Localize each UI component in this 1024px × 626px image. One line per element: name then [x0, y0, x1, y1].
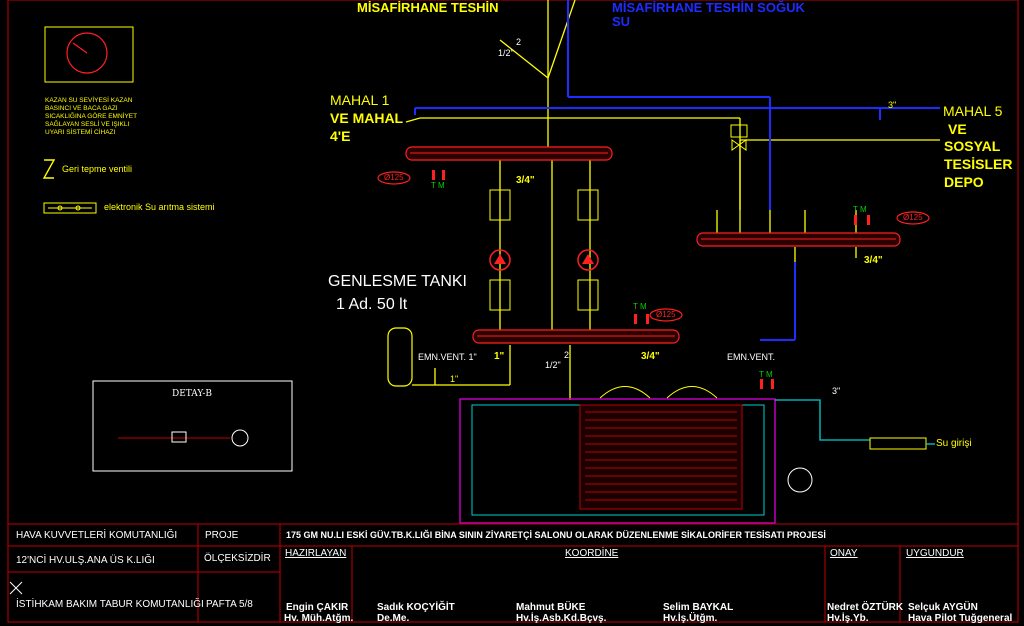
mahal5-label-e: DEPO [944, 174, 984, 190]
onay-header: ONAY [830, 548, 858, 559]
mahal5-label-b: VE [948, 121, 967, 137]
boiler-body [459, 398, 776, 524]
manifolds [405, 146, 901, 344]
hot-pipes [405, 0, 940, 400]
person-2-name: Sadık KOÇYİĞİT [377, 602, 455, 613]
person-5-name: Nedret ÖZTÜRK [827, 602, 904, 613]
dim-1-1: 1" [494, 351, 505, 362]
person-2-title: De.Me. [377, 613, 410, 624]
dim-1-2: 1" [450, 374, 459, 384]
mahal5-label-d: TESİSLER [944, 156, 1013, 172]
dim-112-2: 1/2" [545, 360, 561, 370]
alarm-device-box [44, 26, 134, 83]
phi125-tag-1: Ø125 [384, 173, 404, 182]
expansion-tank-icon [387, 327, 413, 387]
check-valve-icon [42, 159, 56, 179]
olcek-label: ÖLÇEKSİZDİR [204, 553, 271, 564]
proje-label: PROJE [205, 530, 239, 541]
emn-vent-2-label: EMN.VENT. [727, 352, 776, 362]
genlesme-label-a: GENLESME TANKI [328, 273, 467, 290]
project-title: 175 GM NU.LI ESKİ GÜV.TB.K.LIĞI BİNA SIN… [286, 530, 826, 540]
org-istihkam: İSTİHKAM BAKIM TABUR KOMUTANLIĞI [16, 599, 204, 610]
koordine-header: KOORDİNE [565, 548, 619, 559]
org-hava-kuvvetleri: HAVA KUVVETLERİ KOMUTANLIĞI [16, 530, 178, 541]
three-way-valve-icon [730, 124, 748, 138]
dim-34-1: 3/4" [516, 175, 535, 186]
legend-water-treatment-text: elektronik Su arıtma sistemi [104, 202, 215, 212]
dim-3-1: 3" [888, 100, 897, 110]
pafta-label: PAFTA 5/8 [206, 599, 253, 610]
mahal1-label-c: 4'E [330, 128, 351, 144]
org-12nci-hv: 12'NCİ HV.ULŞ.ANA ÜS K.LIĞI [16, 555, 155, 566]
phi125-tag-3: Ø125 [903, 213, 923, 222]
dim-2-1: 2 [516, 37, 522, 47]
tm-label-2: T M [633, 302, 647, 311]
person-1-name: Engin ÇAKIR [286, 602, 349, 613]
misafirhane-teshin-label: MİSAFİRHANE TESHİN [357, 0, 499, 15]
hazirlayan-header: HAZIRLAYAN [285, 548, 347, 559]
detay-b-label: DETAY-B [172, 389, 213, 399]
mahal1-label-a: MAHAL 1 [330, 92, 390, 108]
dim-3-2: 3" [832, 386, 841, 396]
tm-label-4: T M [759, 370, 773, 379]
emn-vent-1-label: EMN.VENT. 1" [418, 352, 477, 362]
boiler-dome-2 [666, 386, 718, 399]
mahal5-label-a: MAHAL 5 [943, 103, 1003, 119]
person-6-title: Hava Pilot Tuğgeneral [908, 613, 1013, 624]
cold-pipes [414, 0, 940, 341]
supply-water-pipe [775, 399, 870, 441]
legend-check-valve-text: Geri tepme ventili [62, 164, 133, 174]
mahal5-label-c: SOSYAL [944, 138, 1001, 154]
mahal1-label-b: VE MAHAL [330, 110, 404, 126]
thermometer-manometer-icons [432, 170, 870, 389]
phi125-tag-2: Ø125 [656, 310, 676, 319]
tm-label-1: T M [431, 181, 445, 190]
circulation-pumps [489, 189, 599, 311]
pump-1-icon [489, 249, 511, 271]
legend-alarm-text: KAZAN SU SEVİYESİ KAZAN BASINCI VE BACA … [45, 97, 137, 136]
title-block-grid [8, 523, 1018, 622]
burner-fan-icon [787, 467, 813, 493]
drawing-frame [7, 0, 1019, 623]
person-3-name: Mahmut BÜKE [516, 602, 586, 613]
pump-2-icon [577, 249, 599, 271]
su-girisi-label: Su girişi [936, 438, 972, 449]
person-4-name: Selim BAYKAL [663, 602, 734, 613]
dim-2-2: 2 [564, 350, 570, 360]
su-aritma-unit-icon [869, 437, 927, 450]
person-5-title: Hv.İş.Yb. [827, 613, 869, 624]
misafirhane-soguk-label: MİSAFİRHANE TESHİN SOĞUK [612, 0, 805, 15]
boiler-burner-grid [579, 404, 743, 510]
water-treatment-icon [43, 202, 97, 214]
close-icon [9, 581, 23, 595]
su-label: SU [612, 14, 631, 29]
dim-34-3: 3/4" [864, 255, 883, 266]
tm-label-3: T M [853, 205, 867, 214]
person-4-title: Hv.İş.Ütğm. [663, 613, 718, 624]
genlesme-label-b: 1 Ad. 50 lt [336, 296, 408, 313]
alarm-gauge-icon [66, 32, 108, 74]
person-3-title: Hv.İş.Asb.Kd.Bçvş. [516, 613, 607, 624]
detay-b-box [92, 380, 293, 472]
dim-112-1: 1/2" [498, 48, 514, 58]
uygundur-header: UYGUNDUR [906, 548, 964, 559]
person-1-title: Hv. Müh.Atğm. [284, 613, 354, 624]
person-6-name: Selçuk AYGÜN [908, 602, 978, 613]
boiler-dome-1 [599, 386, 651, 399]
dim-34-2: 3/4" [641, 351, 660, 362]
